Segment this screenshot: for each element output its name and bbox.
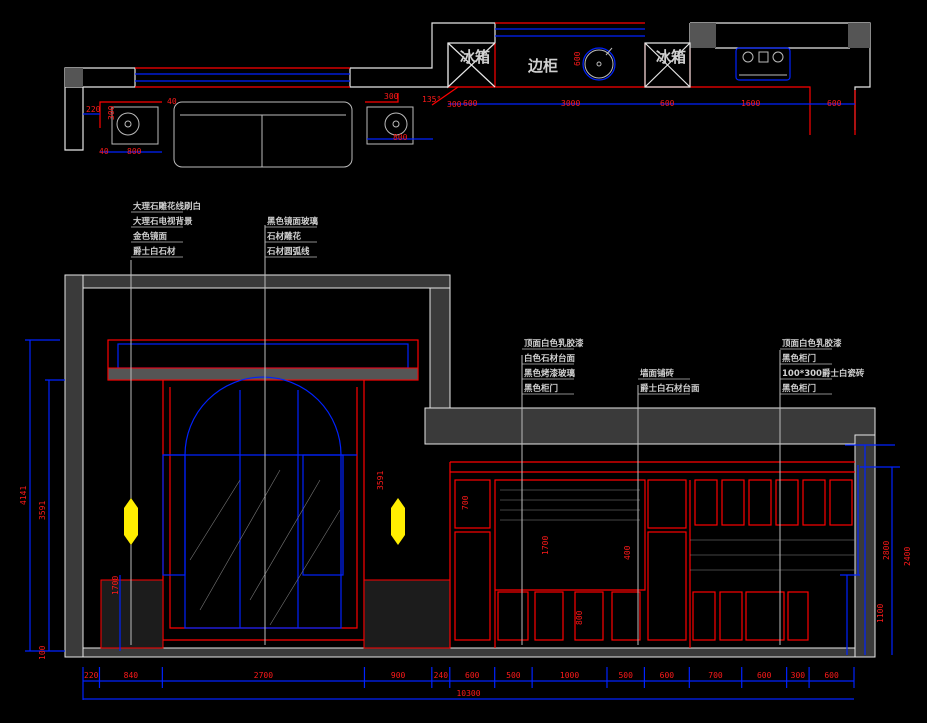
- width-dim-text: 840: [124, 671, 139, 680]
- width-dim-text: 600: [465, 671, 480, 680]
- dim-text: 1100: [876, 604, 885, 623]
- left-wall-hatch: [64, 274, 84, 658]
- dim-text: 300: [447, 100, 462, 109]
- callout-label: 石材圆弧线: [266, 246, 310, 257]
- stone-base-left: [100, 579, 164, 649]
- floor-hatch: [82, 647, 856, 658]
- wall-lamp-left-icon: [124, 498, 138, 545]
- width-dim-text: 500: [618, 671, 633, 680]
- dim-text: 4141: [19, 486, 28, 505]
- dim-text: 1700: [541, 536, 550, 555]
- width-dim-text: 900: [391, 671, 406, 680]
- dim-text: 600: [827, 99, 842, 108]
- carved-molding: [107, 367, 419, 381]
- width-dim-text: 220: [84, 671, 99, 680]
- dim-text: 1700: [111, 576, 120, 595]
- column-hatch: [848, 23, 870, 48]
- column-hatch: [65, 68, 83, 87]
- column-hatch: [690, 23, 716, 48]
- side-table-lamp-left-icon: [111, 106, 159, 145]
- dim-text: 800: [127, 147, 142, 156]
- dim-text: 400: [623, 545, 632, 560]
- width-dim-text: 600: [757, 671, 772, 680]
- stone-base-right: [363, 579, 451, 649]
- cornice-carving: [117, 343, 409, 369]
- window-pane: [302, 454, 344, 576]
- gas-stove-icon: [735, 47, 791, 81]
- fridge-boxes: [447, 42, 691, 89]
- callout-label: 黑色烤漆玻璃: [524, 368, 576, 379]
- kitchen-ceiling-hatch: [424, 407, 876, 445]
- callout-label: 金色镜面: [132, 231, 168, 242]
- dim-text: 3000: [561, 99, 580, 108]
- dim-text: 300: [107, 105, 116, 120]
- dim-text: 2800: [882, 541, 891, 560]
- elevation: [64, 225, 876, 658]
- width-dim-text: 600: [824, 671, 839, 680]
- callout-label: 大理石电视背景: [133, 216, 193, 227]
- total-width-text: 10300: [456, 689, 480, 698]
- dim-text: 220: [86, 105, 101, 114]
- dim-text: 100: [38, 645, 47, 660]
- dim-text: 3591: [376, 471, 385, 490]
- window-pane: [162, 454, 186, 576]
- dim-text: 300: [384, 92, 399, 101]
- width-dim-text: 1000: [560, 671, 579, 680]
- callout-label: 墙面铺砖: [640, 368, 675, 379]
- ceiling-hatch: [64, 274, 451, 289]
- callout-label: 爵士白石材台面: [640, 383, 700, 394]
- side-cabinet-label: 边柜: [527, 57, 558, 75]
- dim-text: 2400: [903, 547, 912, 566]
- callout-label: 黑色柜门: [782, 353, 816, 364]
- width-dim-text: 240: [434, 671, 449, 680]
- dim-text: 40: [167, 97, 177, 106]
- dim-lines: [25, 339, 900, 655]
- callout-label: 石材雕花: [266, 231, 302, 242]
- dim-text: 700: [461, 495, 470, 510]
- dim-text: 800: [575, 610, 584, 625]
- callout-label: 黑色镜面玻璃: [267, 216, 319, 227]
- dim-text: 800: [393, 133, 408, 142]
- counter-outline: [448, 43, 856, 135]
- callout-label: 顶面白色乳胶漆: [782, 338, 842, 349]
- sink-icon: [582, 47, 616, 81]
- height-dimensions: 4141 3591 100 1700 3591 2800 2400 1100 7…: [19, 339, 912, 660]
- dim-text: 600: [463, 99, 478, 108]
- dim-text: 40: [99, 147, 109, 156]
- dim-text: 600: [660, 99, 675, 108]
- width-dim-text: 600: [660, 671, 675, 680]
- side-table-lamp-right-icon: [366, 106, 414, 145]
- callout-label: 顶面白色乳胶漆: [524, 338, 584, 349]
- wall-lamp-right-icon: [391, 498, 405, 545]
- sofa-icon: [173, 101, 353, 168]
- callout-label: 白色石材台面: [524, 353, 576, 364]
- floor-plan: 冰箱 边柜 冰箱 220 300 800 40 40 300: [64, 22, 871, 168]
- plan-dim-lines: [83, 103, 855, 153]
- dim-text: 135°: [422, 95, 441, 104]
- range-hood: [500, 489, 855, 571]
- wall-hatch: [429, 287, 451, 409]
- dim-text: 3591: [38, 501, 47, 520]
- kitchen-cabinets: [449, 461, 855, 648]
- dim-text: 1600: [741, 99, 760, 108]
- callout-label: 100*300爵士白瓷砖: [782, 368, 865, 379]
- width-dim-text: 500: [506, 671, 521, 680]
- plan-red-lines: [99, 86, 459, 128]
- upper-cabinet-doors: [454, 479, 853, 641]
- callout-label: 爵士白石材: [133, 246, 176, 257]
- arch-window: [163, 376, 357, 629]
- callout-label: 大理石雕花线刷白: [133, 201, 201, 212]
- callout-label: 黑色柜门: [524, 383, 558, 394]
- width-dimensions: 220 840 2700 900 240 600 500 1000 500 600 700 600 30…: [82, 667, 855, 700]
- fridge-right-label: 冰箱: [656, 48, 686, 66]
- width-dim-text: 2700: [254, 671, 273, 680]
- fridge-left-label: 冰箱: [460, 48, 490, 66]
- width-dim-text: 700: [708, 671, 723, 680]
- callout-label: 黑色柜门: [782, 383, 816, 394]
- dim-text: 600: [573, 51, 582, 66]
- width-dim-text: 300: [791, 671, 806, 680]
- glass-hatch: [189, 469, 341, 626]
